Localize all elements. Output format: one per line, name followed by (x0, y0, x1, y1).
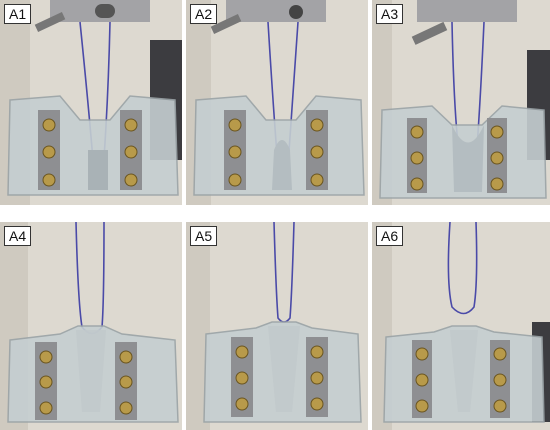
photo-panel-a3: A3 (372, 0, 550, 205)
photo-panel-a6: A6 (372, 222, 550, 430)
panel-label-a3: A3 (376, 4, 404, 24)
photo-a3 (372, 0, 550, 205)
panel-label-a6: A6 (376, 226, 404, 246)
photo-a5 (186, 222, 368, 430)
photo-a1 (0, 0, 182, 205)
panel-label-a2: A2 (190, 4, 218, 24)
photo-panel-a2: A2 (186, 0, 368, 205)
photo-a2 (186, 0, 368, 205)
photo-panel-a4: A4 (0, 222, 182, 430)
photo-panel-a5: A5 (186, 222, 368, 430)
photo-panel-a1: A1 (0, 0, 182, 205)
panel-label-a1: A1 (4, 4, 32, 24)
photo-a6 (372, 222, 550, 430)
panel-label-a4: A4 (4, 226, 32, 246)
photo-a4 (0, 222, 182, 430)
panel-label-a5: A5 (190, 226, 218, 246)
